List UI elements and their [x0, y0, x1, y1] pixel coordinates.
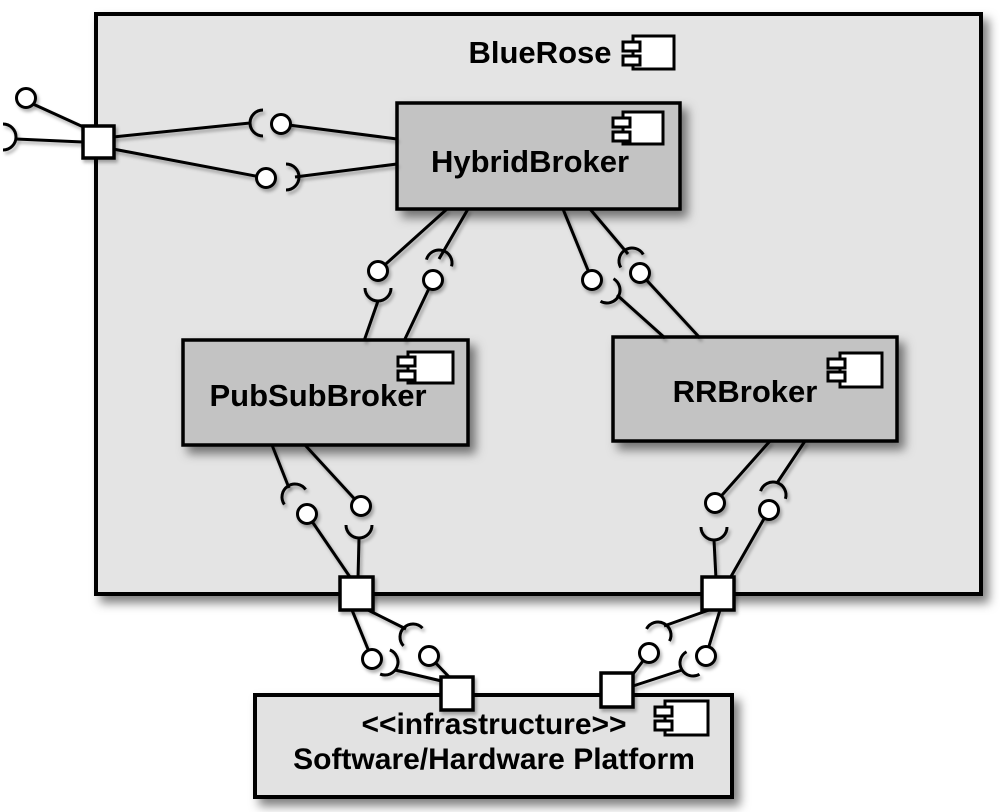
connector-line [727, 509, 771, 581]
rrbroker-label: RRBroker [673, 374, 818, 409]
provided-interface-ball [270, 113, 292, 135]
required-interface-socket [363, 287, 393, 303]
connector-line [376, 207, 449, 273]
required-interface-socket [699, 526, 729, 542]
connector-line [632, 668, 683, 688]
required-interface-socket [678, 650, 701, 678]
provided-interface-ball [15, 87, 37, 109]
provided-interface-ball [581, 269, 603, 291]
provided-interface-ball [422, 269, 444, 291]
connector-line [112, 147, 267, 180]
platform-box [253, 693, 734, 799]
required-interface-socket [379, 648, 400, 677]
connector-line [294, 162, 398, 179]
required-interface-socket [645, 620, 673, 642]
provided-interface-ball [638, 642, 660, 664]
connector-line [112, 121, 251, 139]
pubsubbroker-component: PubSubBroker [181, 338, 470, 447]
required-interface-socket [285, 162, 301, 192]
required-interface-sockets [2, 108, 788, 678]
rrbroker-component: RRBroker [611, 335, 899, 443]
connector-line [402, 279, 435, 342]
platform-component: <<infrastructure>> Software/Hardware Pla… [253, 693, 734, 799]
provided-interface-ball [629, 262, 651, 284]
connector-line [615, 293, 667, 340]
connector-line [305, 513, 354, 581]
provided-interface-ball [418, 645, 440, 667]
hybridbroker-component-icon [611, 110, 665, 146]
port [81, 124, 116, 160]
connector-line [270, 444, 291, 489]
provided-interface-ball [695, 645, 717, 667]
platform-label: Software/Hardware Platform [293, 743, 695, 776]
required-interface-socket [617, 246, 645, 269]
port [700, 575, 736, 612]
provided-interface-ball [758, 499, 780, 521]
connector-line [362, 300, 380, 342]
port [599, 671, 635, 709]
system-title: BlueRose [469, 35, 612, 70]
connector-line [32, 102, 91, 132]
provided-interface-ball [296, 503, 318, 525]
provided-interface-ball [704, 492, 726, 514]
connector-line [663, 608, 710, 628]
system-component-icon [621, 34, 676, 71]
ports [81, 124, 736, 712]
connector-line [303, 443, 363, 508]
connector-line [712, 539, 718, 580]
rrbroker-component-icon [826, 351, 884, 389]
connector-line [15, 137, 84, 144]
port [439, 675, 475, 712]
provided-interface-balls [15, 87, 780, 670]
platform-stereotype: <<infrastructure>> [361, 708, 626, 741]
hybridbroker-label: HybridBroker [431, 144, 629, 179]
pubsubbroker-label: PubSubBroker [209, 378, 426, 413]
required-interface-socket [280, 482, 307, 506]
connector-line [280, 122, 398, 141]
connector-line [588, 208, 630, 255]
provided-interface-ball [255, 167, 277, 189]
connector-line [367, 608, 407, 631]
connector-line [638, 271, 702, 340]
platform-component-icon [653, 699, 710, 737]
connector-line [775, 440, 807, 484]
required-interface-socket [424, 248, 454, 267]
required-interface-socket [398, 622, 424, 647]
connector-line [713, 440, 772, 504]
provided-interface-ball [367, 260, 389, 282]
connector-line [356, 537, 361, 580]
required-interface-socket [599, 277, 622, 305]
required-interface-socket [759, 480, 788, 500]
connector-line [561, 208, 594, 281]
provided-interface-ball [350, 495, 372, 517]
required-interface-socket [344, 524, 374, 540]
required-interface-socket [248, 108, 264, 138]
system-boundary-box [94, 12, 983, 596]
port [338, 575, 375, 612]
pubsubbroker-component-icon [396, 350, 455, 385]
required-interface-socket [2, 122, 18, 152]
hybridbroker-component: HybridBroker [395, 101, 682, 211]
provided-interface-ball [361, 648, 383, 670]
